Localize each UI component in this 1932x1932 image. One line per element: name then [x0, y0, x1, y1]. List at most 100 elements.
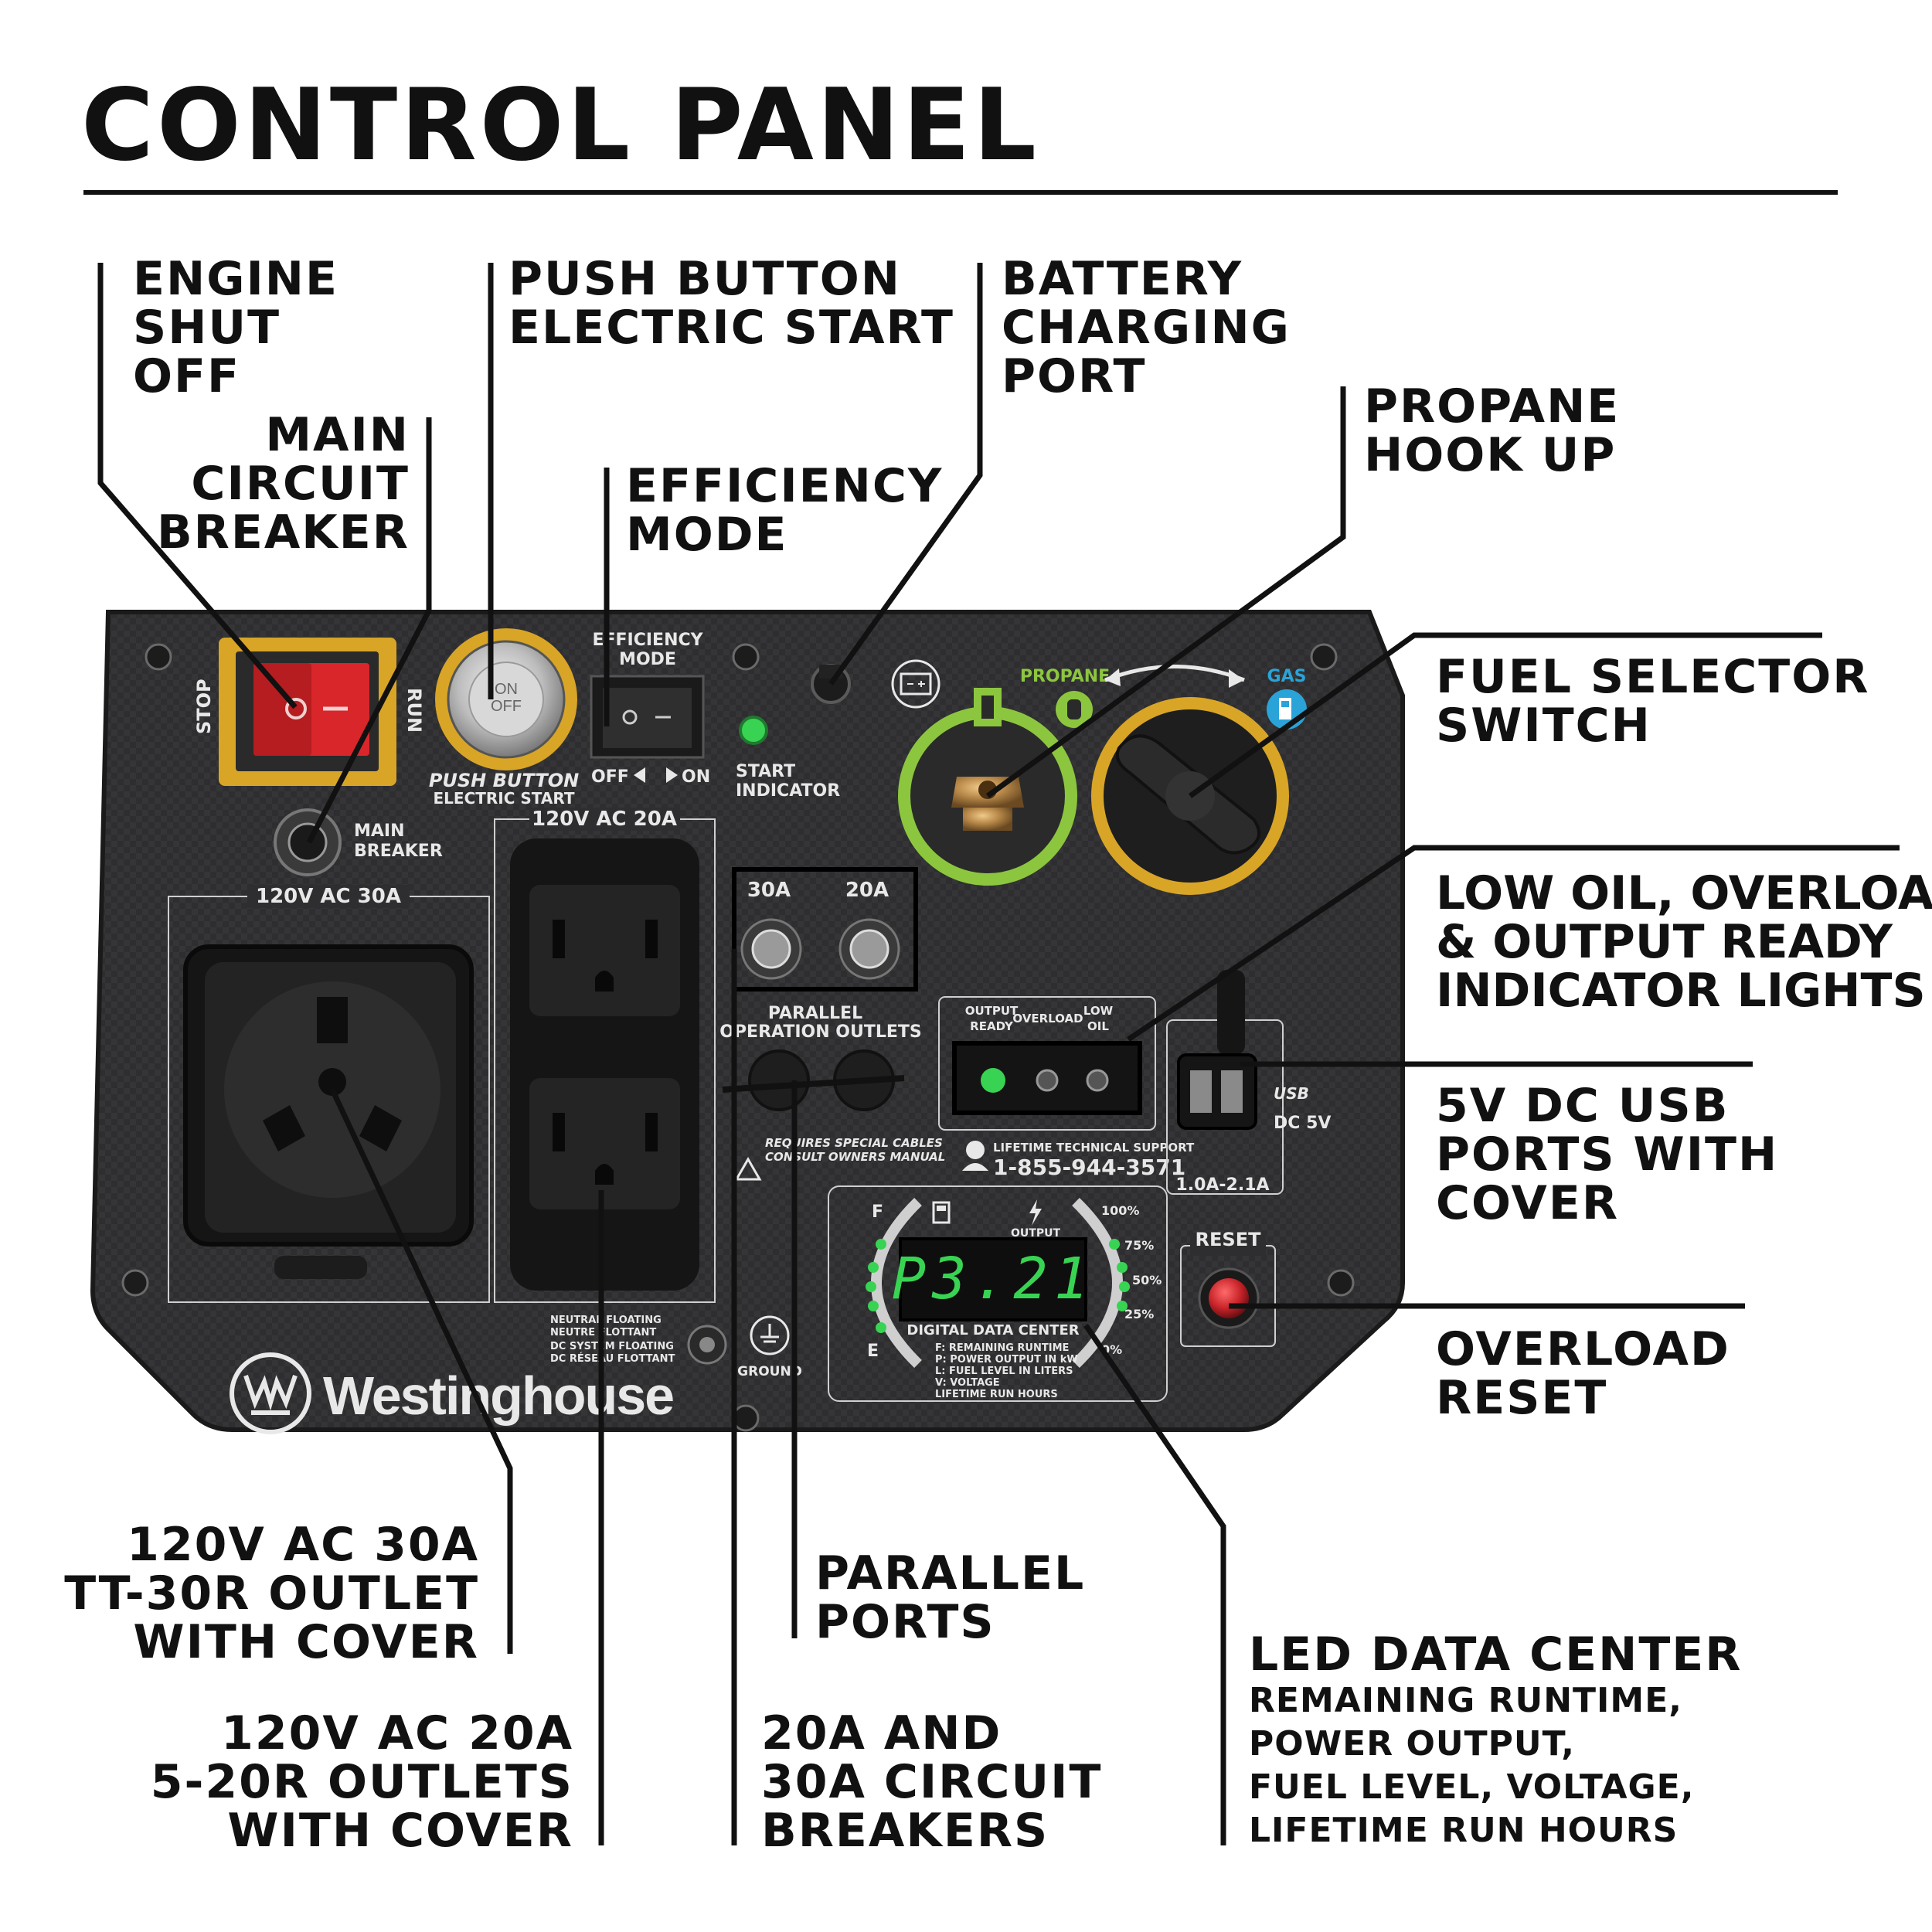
push-start-button[interactable]: ON OFF: [435, 628, 577, 770]
outlets-20a[interactable]: [510, 838, 699, 1291]
panel-screws: [121, 643, 1355, 1432]
fuel-selector-knob[interactable]: [1091, 697, 1289, 895]
ddc-title: DIGITAL DATA CENTER: [906, 1322, 1079, 1338]
left-arrow-icon: [634, 767, 645, 783]
run-label: RUN: [403, 688, 425, 733]
tt30-outlet[interactable]: [183, 944, 474, 1279]
fuel-gauge-arc: [871, 1197, 922, 1369]
push-button-text: PUSH BUTTON: [429, 770, 579, 791]
main-breaker-text-2: BREAKER: [354, 842, 443, 861]
dc5v-label: DC 5V: [1274, 1114, 1331, 1133]
ac30-label: 120V AC 30A: [256, 885, 401, 908]
page-title: CONTROL PANEL: [81, 68, 1039, 183]
start-indicator-led: [739, 716, 768, 745]
led-display: [899, 1237, 1087, 1321]
leader-tt30: [329, 1088, 513, 1654]
reset-label-bg: [1190, 1233, 1266, 1256]
warning-text-2: CONSULT OWNERS MANUAL: [765, 1150, 945, 1164]
engine-shutoff-switch[interactable]: [219, 638, 396, 786]
pct-75: 75%: [1124, 1238, 1154, 1253]
low-oil-text-2: OIL: [1087, 1019, 1109, 1033]
stop-label: STOP: [193, 679, 215, 734]
leader-fuel-selector: [1188, 632, 1822, 798]
ground-label: GROUND: [737, 1364, 802, 1379]
leader-engine-shutoff: [97, 263, 298, 709]
arrow-left-head-icon: [1105, 668, 1121, 686]
ac20-label-bg: [529, 808, 680, 831]
output-ready-text-2: READY: [970, 1019, 1014, 1033]
pct-100: 100%: [1101, 1203, 1139, 1218]
fuel-f-label: F: [872, 1202, 883, 1222]
fuel-pump-icon: [932, 1201, 951, 1224]
electric-start-text: ELECTRIC START: [434, 789, 575, 808]
warning-icon: [734, 1156, 762, 1181]
support-phone: 1-855-944-3571: [993, 1155, 1185, 1180]
eff-mode-text-1: EFFICIENCY: [592, 631, 703, 650]
neutral-text-3: DC SYSTEM FLOATING: [550, 1341, 674, 1352]
ddc-line-5: LIFETIME RUN HOURS: [935, 1389, 1058, 1400]
westinghouse-logo-icon: [230, 1352, 311, 1434]
main-breaker-button[interactable]: [274, 808, 342, 876]
output-ready-led: [981, 1068, 1005, 1093]
indicator-frame: [938, 996, 1156, 1131]
low-oil-text-1: LOW: [1083, 1004, 1114, 1018]
breaker-20a-label: 20A: [845, 879, 889, 902]
overload-text: OVERLOAD: [1012, 1012, 1083, 1026]
propane-label: PROPANE: [1020, 667, 1110, 686]
output-gauge-arc: [1072, 1197, 1123, 1369]
breaker-30a-button[interactable]: [740, 918, 802, 980]
warning-text-1: REQUIRES SPECIAL CABLES: [765, 1136, 943, 1150]
propane-tank-icon: [1056, 691, 1093, 728]
parallel-text-2: OPERATION OUTLETS: [719, 1022, 922, 1042]
breakers-frame: [732, 867, 918, 992]
efficiency-mode-switch[interactable]: [590, 675, 705, 759]
ac20-label: 120V AC 20A: [532, 808, 677, 831]
label-led-data-center: LED DATA CENTER REMAINING RUNTIME, POWER…: [1249, 1628, 1743, 1851]
parallel-ports[interactable]: [722, 1049, 905, 1111]
arrow-right-head-icon: [1229, 669, 1244, 688]
leader-led: [1083, 1324, 1226, 1845]
ddc-line-1: F: REMAINING RUNTIME: [935, 1342, 1069, 1354]
off-label: OFF: [491, 698, 522, 715]
brand-name: Westinghouse: [323, 1366, 673, 1426]
ddc-frame: [828, 1185, 1168, 1402]
ddc-line-3: L: FUEL LEVEL IN LITERS: [935, 1366, 1073, 1377]
output-ready-text-1: OUTPUT: [965, 1004, 1019, 1018]
output-level-dots: [1109, 1239, 1130, 1311]
main-breaker-text-1: MAIN: [354, 821, 405, 841]
ground-terminal[interactable]: [687, 1325, 727, 1365]
right-arrow-icon: [666, 767, 678, 783]
fuel-e-label: E: [867, 1342, 879, 1361]
fuel-level-dots: [866, 1239, 886, 1333]
eff-on-label: ON: [682, 767, 710, 787]
leader-lines: [97, 263, 1900, 1845]
gas-label: GAS: [1267, 667, 1307, 686]
parallel-text-1: PARALLEL: [768, 1004, 862, 1023]
usb-amps-label: 1.0A-2.1A: [1175, 1175, 1269, 1195]
support-label: LIFETIME TECHNICAL SUPPORT: [993, 1141, 1195, 1155]
breaker-30a-label: 30A: [747, 879, 791, 902]
leader-propane: [985, 386, 1346, 798]
ac30-label-bg: [247, 885, 410, 908]
breaker-20a-button[interactable]: [838, 918, 900, 980]
ground-icon: [750, 1315, 790, 1355]
usb-ports[interactable]: [1177, 970, 1257, 1130]
battery-icon: [891, 659, 940, 709]
led-readout: P3.21: [892, 1246, 1095, 1312]
on-label: ON: [495, 681, 518, 698]
ddc-line-2: P: POWER OUTPUT IN kW: [935, 1354, 1078, 1366]
overload-reset-button[interactable]: [1198, 1267, 1260, 1329]
